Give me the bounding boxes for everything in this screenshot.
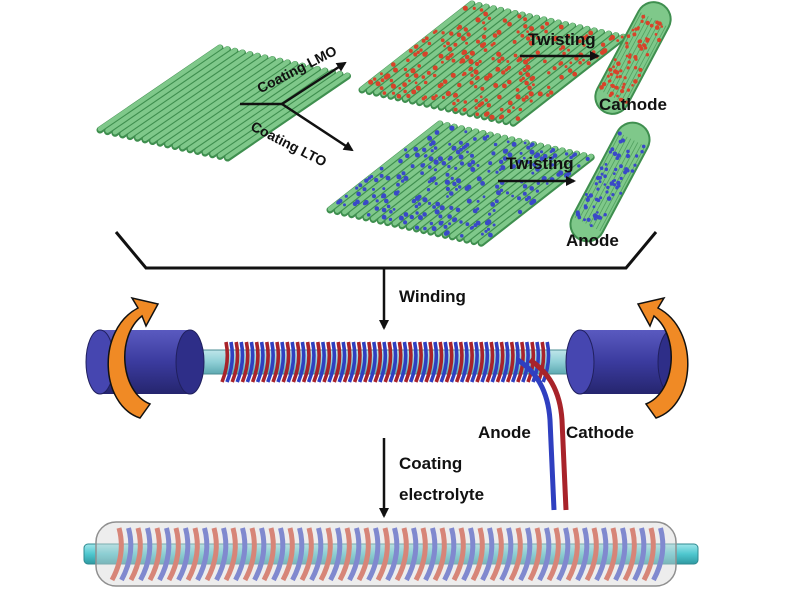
cathode-label-top: Cathode: [599, 95, 667, 114]
winding-label: Winding: [399, 287, 466, 306]
twisting-label-top: Twisting: [528, 30, 596, 49]
coating-electrolyte-label-line2: electrolyte: [399, 485, 485, 504]
rotate-arrow-right: [636, 296, 689, 419]
lto-coated-sheet: [326, 120, 595, 247]
rotate-arrow-left: [107, 296, 160, 419]
combine-bracket: [114, 231, 658, 270]
cathode-wire-label: Cathode: [566, 423, 634, 442]
lmo-coated-sheet: [358, 0, 627, 127]
winding-apparatus: [85, 296, 689, 511]
twisted-anode-yarn: [569, 121, 651, 243]
twisted-cathode-yarn: [594, 1, 672, 115]
coating-branch-arrows: [240, 61, 354, 152]
left-motor: [85, 329, 205, 395]
final-fiber-battery: [83, 521, 699, 587]
wound-helix: [220, 341, 551, 383]
anode-wire-label: Anode: [478, 423, 531, 442]
anode-label-top: Anode: [566, 231, 619, 250]
bare-fiber-sheet: [96, 44, 351, 162]
coating-electrolyte-label-line1: Coating: [399, 454, 463, 473]
twisting-label-bottom: Twisting: [506, 154, 574, 173]
final-helix: [109, 527, 666, 582]
electrolyte-shell: [95, 521, 677, 587]
electrode-wires: [516, 357, 569, 511]
